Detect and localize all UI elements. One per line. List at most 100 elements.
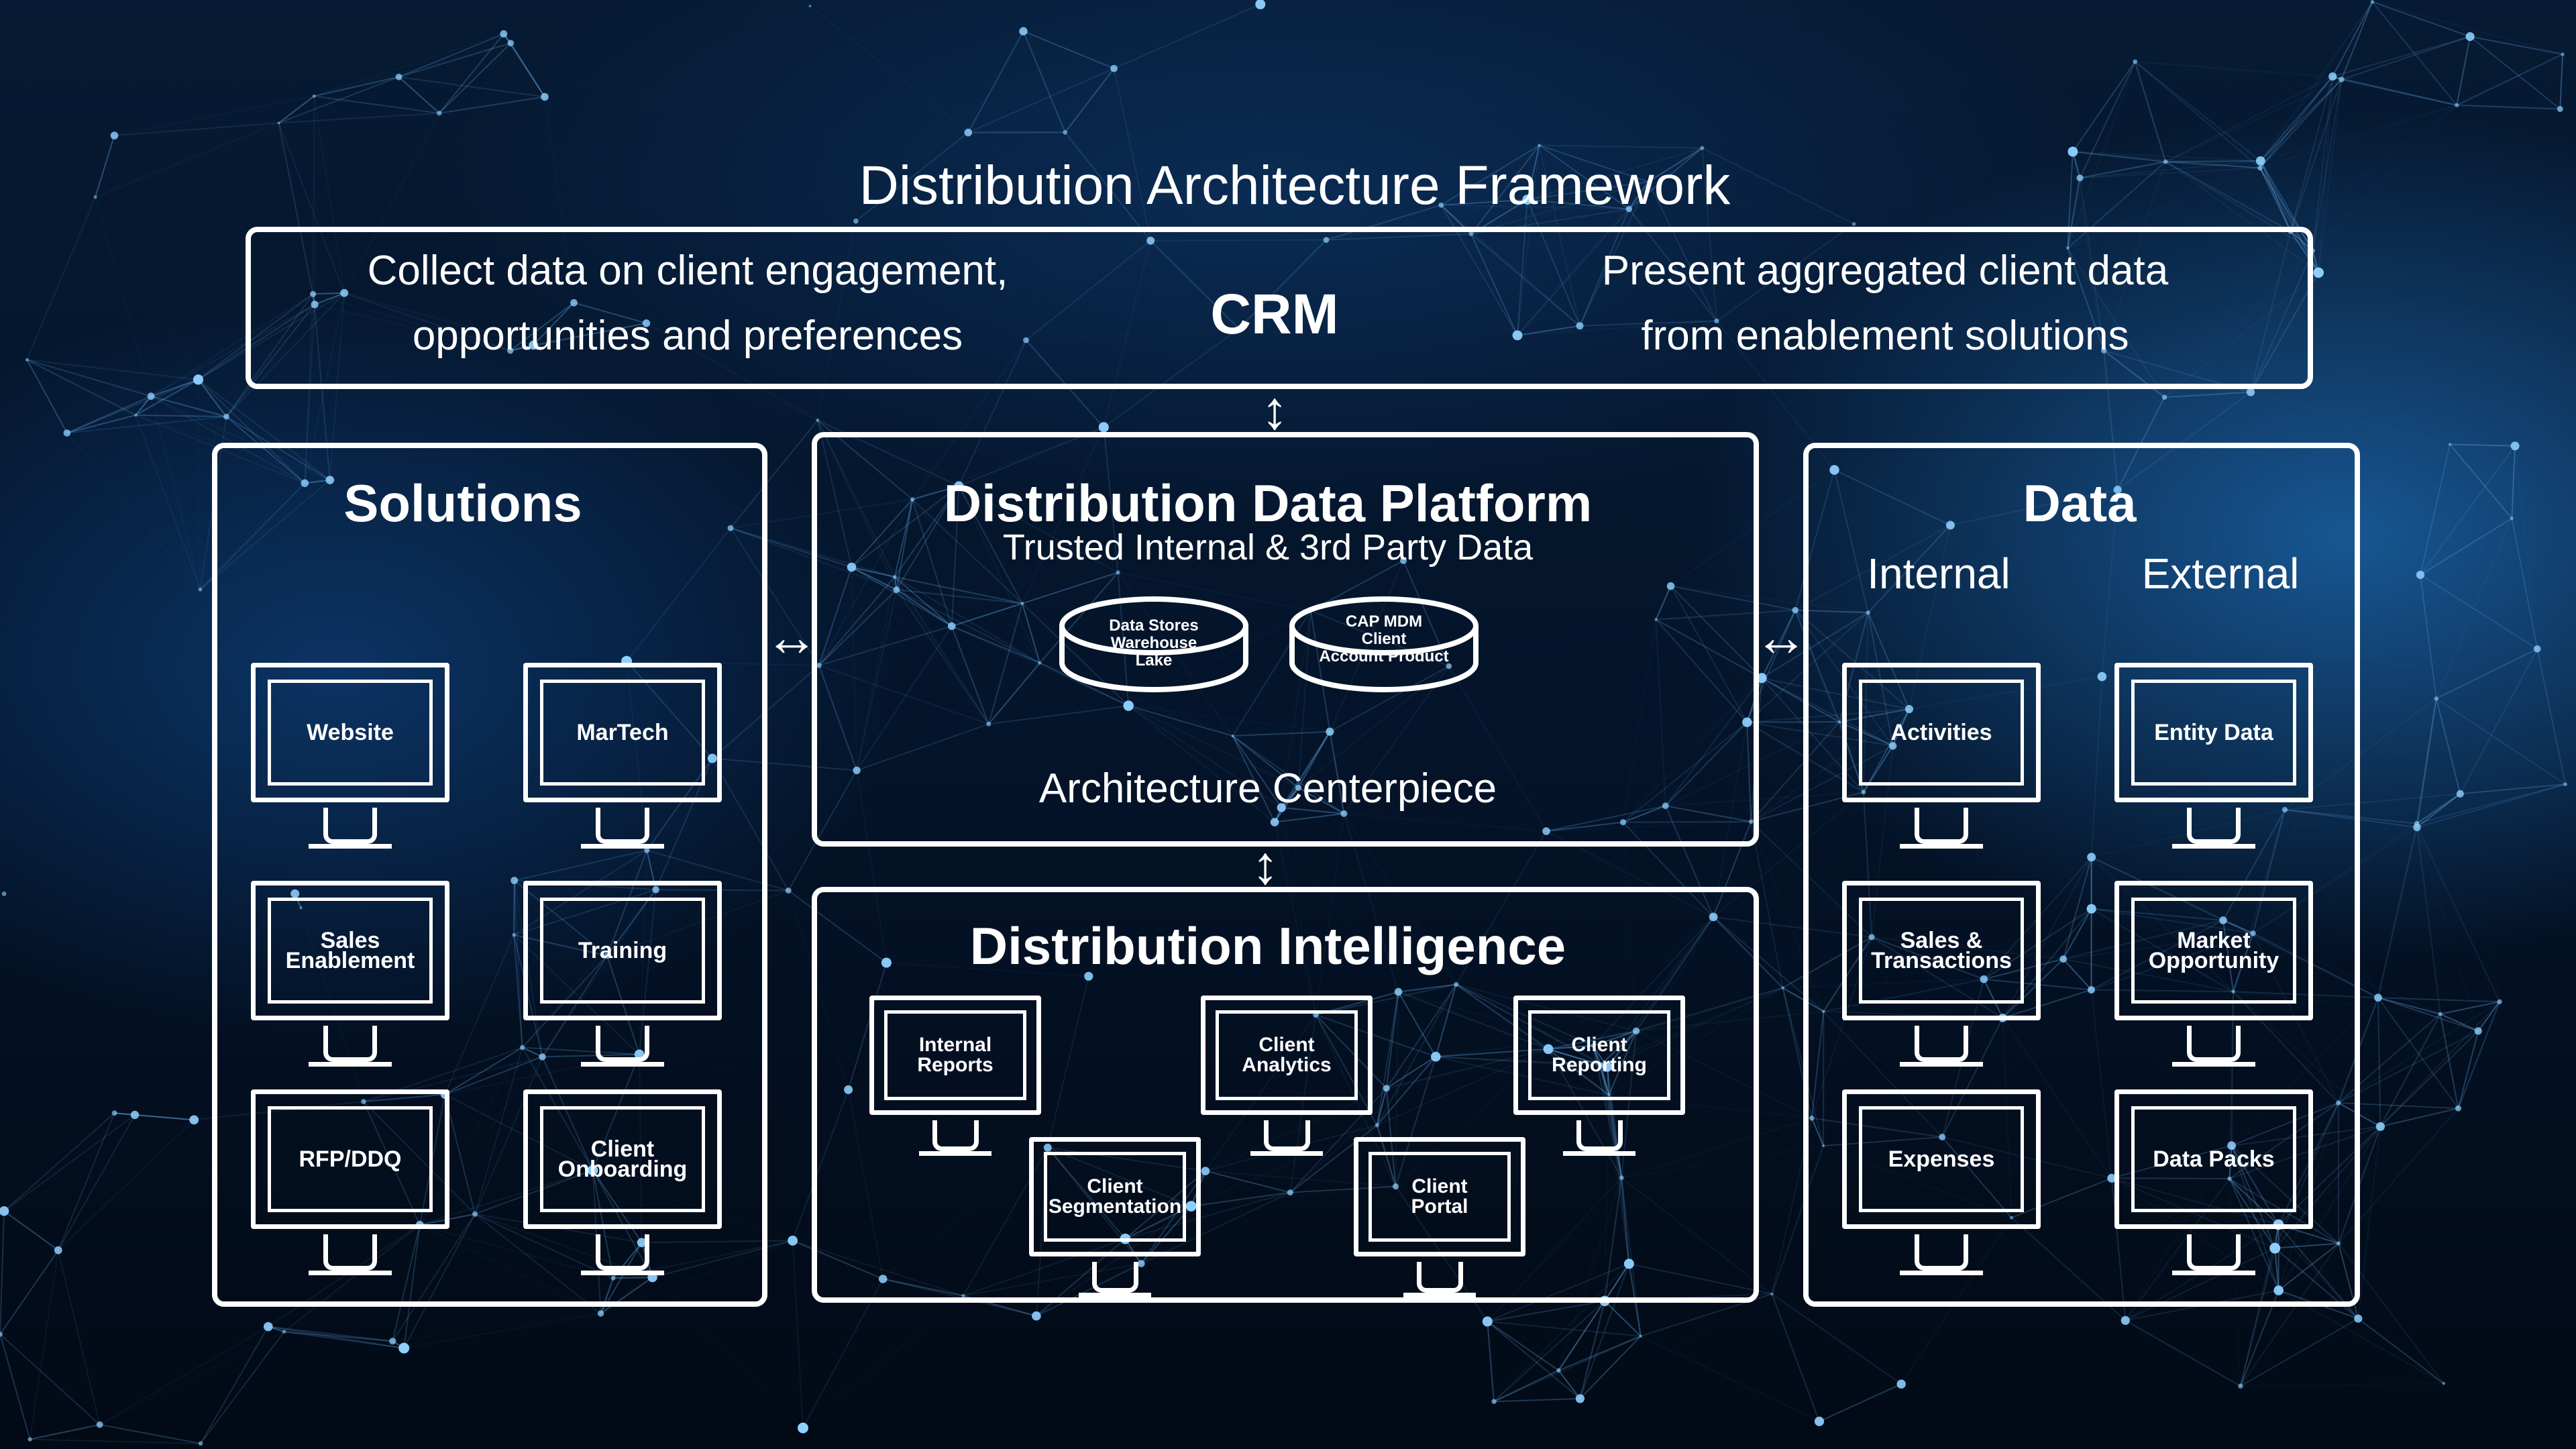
monitor-client-analytics: Client Analytics: [1201, 996, 1373, 1175]
intelligence-panel: [812, 887, 1759, 1303]
monitor-base: [1900, 1271, 1983, 1275]
monitor-label: Internal Reports: [917, 1034, 994, 1076]
crm-left-line2: opportunities and preferences: [412, 313, 963, 359]
monitor-screen-inner: [268, 1106, 433, 1212]
monitor-base: [309, 1271, 392, 1275]
monitor-stand: [596, 808, 649, 844]
monitor-client-segmentation: Client Segmentation: [1029, 1137, 1201, 1317]
monitor-screen-inner: [2131, 1106, 2296, 1212]
monitor-label: Training: [578, 938, 667, 963]
monitor-screen: Data Packs: [2114, 1089, 2313, 1229]
monitor-screen: Client Onboarding: [523, 1089, 722, 1229]
monitor-base: [1079, 1293, 1151, 1297]
intelligence-title: Distribution Intelligence: [969, 916, 1566, 975]
crm-platform-arrow: ↕: [1261, 380, 1288, 440]
cap-mdm-label: CAP MDM Client Account Product: [1319, 612, 1449, 665]
platform-panel: [812, 432, 1759, 847]
monitor-stand: [1915, 1234, 1968, 1271]
monitor-base: [581, 844, 664, 849]
monitor-screen: Client Portal: [1354, 1137, 1525, 1256]
monitor-base: [2172, 1062, 2255, 1067]
monitor-stand: [2187, 1234, 2241, 1271]
monitor-screen-inner: [1368, 1152, 1511, 1242]
monitor-training: Training: [523, 881, 722, 1081]
monitor-internal-reports: Internal Reports: [869, 996, 1041, 1175]
solutions-panel: [212, 443, 767, 1307]
crm-box: [246, 227, 2313, 389]
data-title: Data: [2023, 474, 2137, 533]
monitor-label: Market Opportunity: [2148, 928, 2279, 973]
monitor-market-opportunity: Market Opportunity: [2114, 881, 2313, 1081]
monitor-base: [1900, 1062, 1983, 1067]
crm-right-line1: Present aggregated client data: [1601, 248, 2169, 294]
monitor-base: [309, 1062, 392, 1067]
monitor-base: [1563, 1151, 1635, 1156]
monitor-screen-inner: [2131, 680, 2296, 786]
monitor-screen: Expenses: [1842, 1089, 2041, 1229]
crm-label: CRM: [1210, 282, 1339, 345]
monitor-label: Client Segmentation: [1048, 1175, 1182, 1218]
monitor-activities: Activities: [1842, 663, 2041, 863]
platform-intelligence-arrow: ↕: [1252, 835, 1279, 895]
monitor-label: Client Analytics: [1242, 1034, 1332, 1076]
solutions-platform-arrow: ↔: [765, 607, 818, 667]
monitor-stand: [323, 1026, 377, 1062]
monitor-screen-inner: [1528, 1010, 1670, 1100]
monitor-stand: [2187, 808, 2241, 844]
data-internal-label: Internal: [1867, 549, 2010, 598]
monitor-label: Client Reporting: [1552, 1034, 1647, 1076]
solutions-title: Solutions: [343, 474, 582, 533]
crm-right-line2: from enablement solutions: [1641, 313, 2129, 359]
monitor-label: RFP/DDQ: [299, 1146, 402, 1172]
monitor-label: Entity Data: [2154, 720, 2273, 745]
monitor-rfp-ddq: RFP/DDQ: [251, 1089, 449, 1289]
monitor-entity-data: Entity Data: [2114, 663, 2313, 863]
data-stores-cylinder: [1059, 596, 1248, 692]
monitor-screen: Internal Reports: [869, 996, 1041, 1115]
monitor-base: [581, 1271, 664, 1275]
monitor-screen-inner: [268, 680, 433, 786]
monitor-stand: [1092, 1262, 1138, 1293]
monitor-screen-inner: [540, 680, 705, 786]
platform-subtitle: Trusted Internal & 3rd Party Data: [1002, 527, 1534, 568]
monitor-stand: [1417, 1262, 1463, 1293]
monitor-label: Activities: [1890, 720, 1992, 745]
monitor-base: [1403, 1293, 1476, 1297]
monitor-screen-inner: [540, 1106, 705, 1212]
monitor-base: [919, 1151, 991, 1156]
platform-caption: Architecture Centerpiece: [1038, 765, 1497, 812]
monitor-label: Expenses: [1888, 1146, 1995, 1172]
monitor-screen-inner: [884, 1010, 1026, 1100]
monitor-screen-inner: [268, 898, 433, 1004]
monitor-base: [581, 1062, 664, 1067]
monitor-screen-inner: [2131, 898, 2296, 1004]
cap-mdm-cylinder: [1289, 596, 1479, 692]
data-external-label: External: [2141, 549, 2300, 598]
monitor-screen-inner: [1859, 1106, 2024, 1212]
monitor-base: [2172, 1271, 2255, 1275]
monitor-screen: Entity Data: [2114, 663, 2313, 802]
monitor-base: [309, 844, 392, 849]
monitor-label: Client Portal: [1411, 1175, 1468, 1218]
monitor-screen: Market Opportunity: [2114, 881, 2313, 1020]
monitor-screen: MarTech: [523, 663, 722, 802]
platform-title: Distribution Data Platform: [943, 474, 1593, 533]
monitor-screen: Client Reporting: [1513, 996, 1685, 1115]
data-panel: [1803, 443, 2360, 1307]
monitor-client-reporting: Client Reporting: [1513, 996, 1685, 1175]
monitor-website: Website: [251, 663, 449, 863]
platform-data-arrow: ↔: [1754, 607, 1808, 667]
monitor-martech: MarTech: [523, 663, 722, 863]
monitor-screen: Activities: [1842, 663, 2041, 802]
monitor-stand: [1915, 808, 1968, 844]
monitor-base: [1900, 844, 1983, 849]
monitor-label: Data Packs: [2153, 1146, 2275, 1172]
monitor-stand: [596, 1234, 649, 1271]
monitor-base: [2172, 844, 2255, 849]
monitor-screen: RFP/DDQ: [251, 1089, 449, 1229]
monitor-label: Sales & Transactions: [1871, 928, 2012, 973]
monitor-stand: [323, 1234, 377, 1271]
monitor-screen-inner: [540, 898, 705, 1004]
